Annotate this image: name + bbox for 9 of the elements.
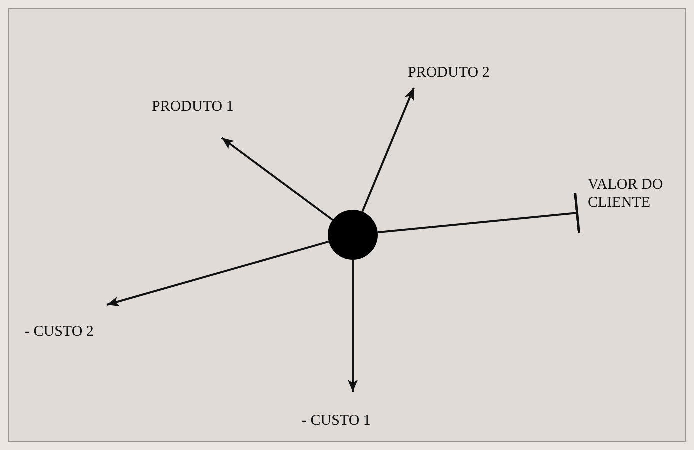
- arrow: [106, 240, 330, 307]
- axis-label: PRODUTO 1: [152, 98, 234, 116]
- arrow: [348, 260, 358, 392]
- arrow: [362, 88, 415, 212]
- axis-label: PRODUTO 2: [408, 64, 490, 82]
- axis-label: - CUSTO 1: [302, 412, 371, 430]
- axis-label: - CUSTO 2: [25, 323, 94, 341]
- axis-label: VALOR DO CLIENTE: [588, 176, 664, 212]
- arrow: [221, 137, 334, 221]
